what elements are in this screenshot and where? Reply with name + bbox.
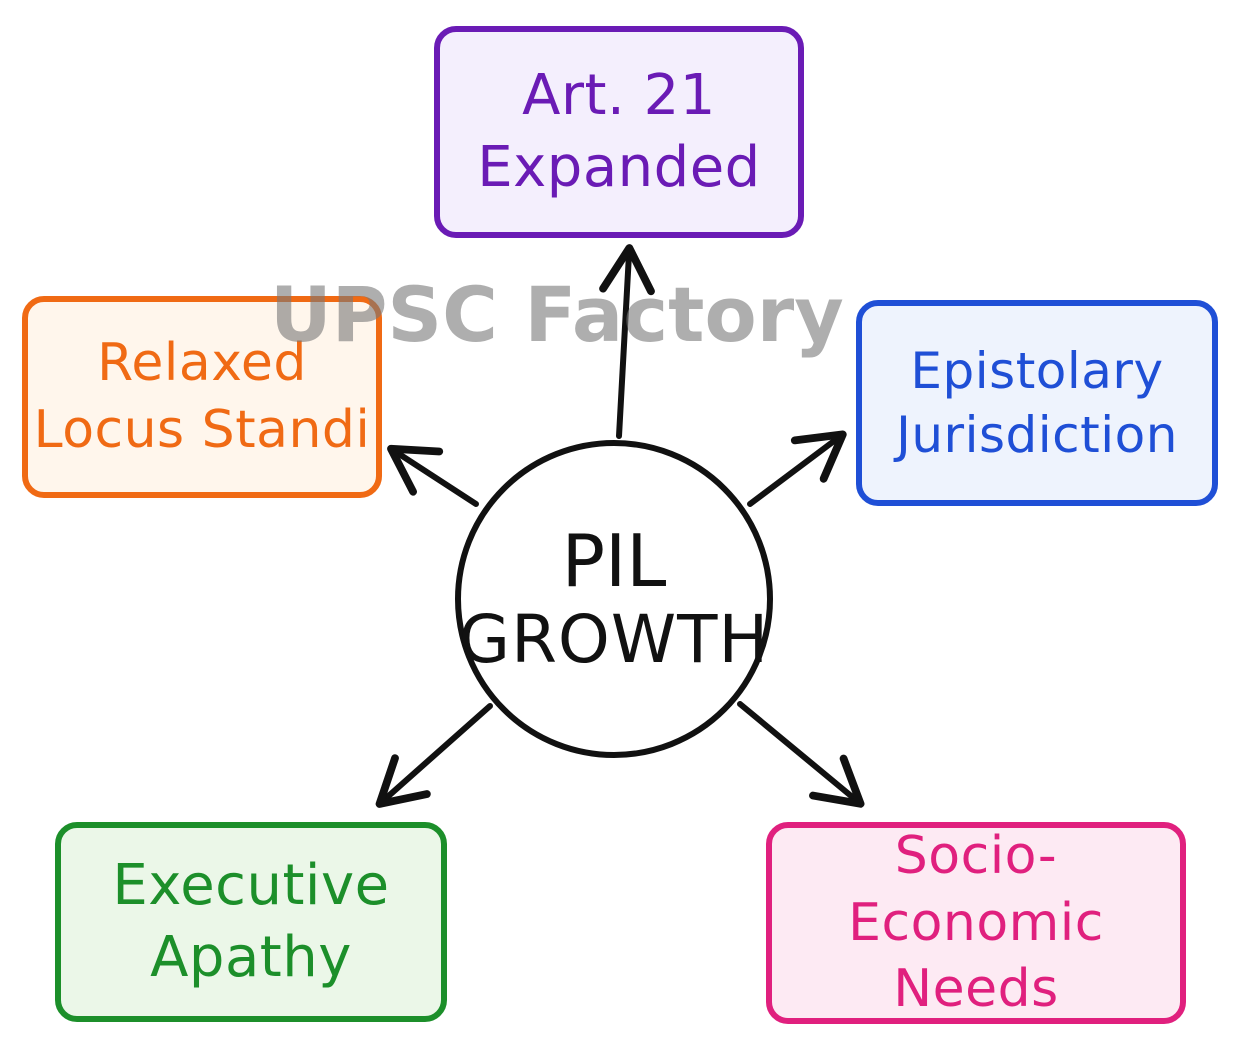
arrow-to-bottom-right: [737, 701, 865, 808]
node-epistolary-jurisdiction-label: Epistolary Jurisdiction: [896, 342, 1178, 464]
center-node-label: PIL GROWTH: [458, 518, 770, 679]
center-title-line1: PIL: [561, 518, 667, 603]
arrow-to-right: [747, 430, 847, 507]
node-relaxed-locus-standi: Relaxed Locus Standi: [22, 296, 382, 498]
arrow-to-top: [599, 244, 655, 439]
center-title-line2: GROWTH: [458, 601, 770, 679]
node-socio-economic-needs: Socio-Economic Needs: [766, 822, 1186, 1024]
node-executive-apathy-label: Executive Apathy: [112, 853, 390, 990]
node-art21-expanded-label: Art. 21 Expanded: [477, 63, 761, 200]
arrow-to-bottom-left: [375, 703, 493, 808]
node-socio-economic-needs-label: Socio-Economic Needs: [848, 826, 1104, 1020]
node-art21-expanded: Art. 21 Expanded: [434, 26, 804, 238]
node-relaxed-locus-standi-label: Relaxed Locus Standi: [33, 333, 371, 460]
arrow-to-left: [387, 444, 479, 507]
node-executive-apathy: Executive Apathy: [55, 822, 447, 1022]
center-node-pil-growth: PIL GROWTH: [455, 440, 773, 758]
node-epistolary-jurisdiction: Epistolary Jurisdiction: [856, 300, 1218, 506]
